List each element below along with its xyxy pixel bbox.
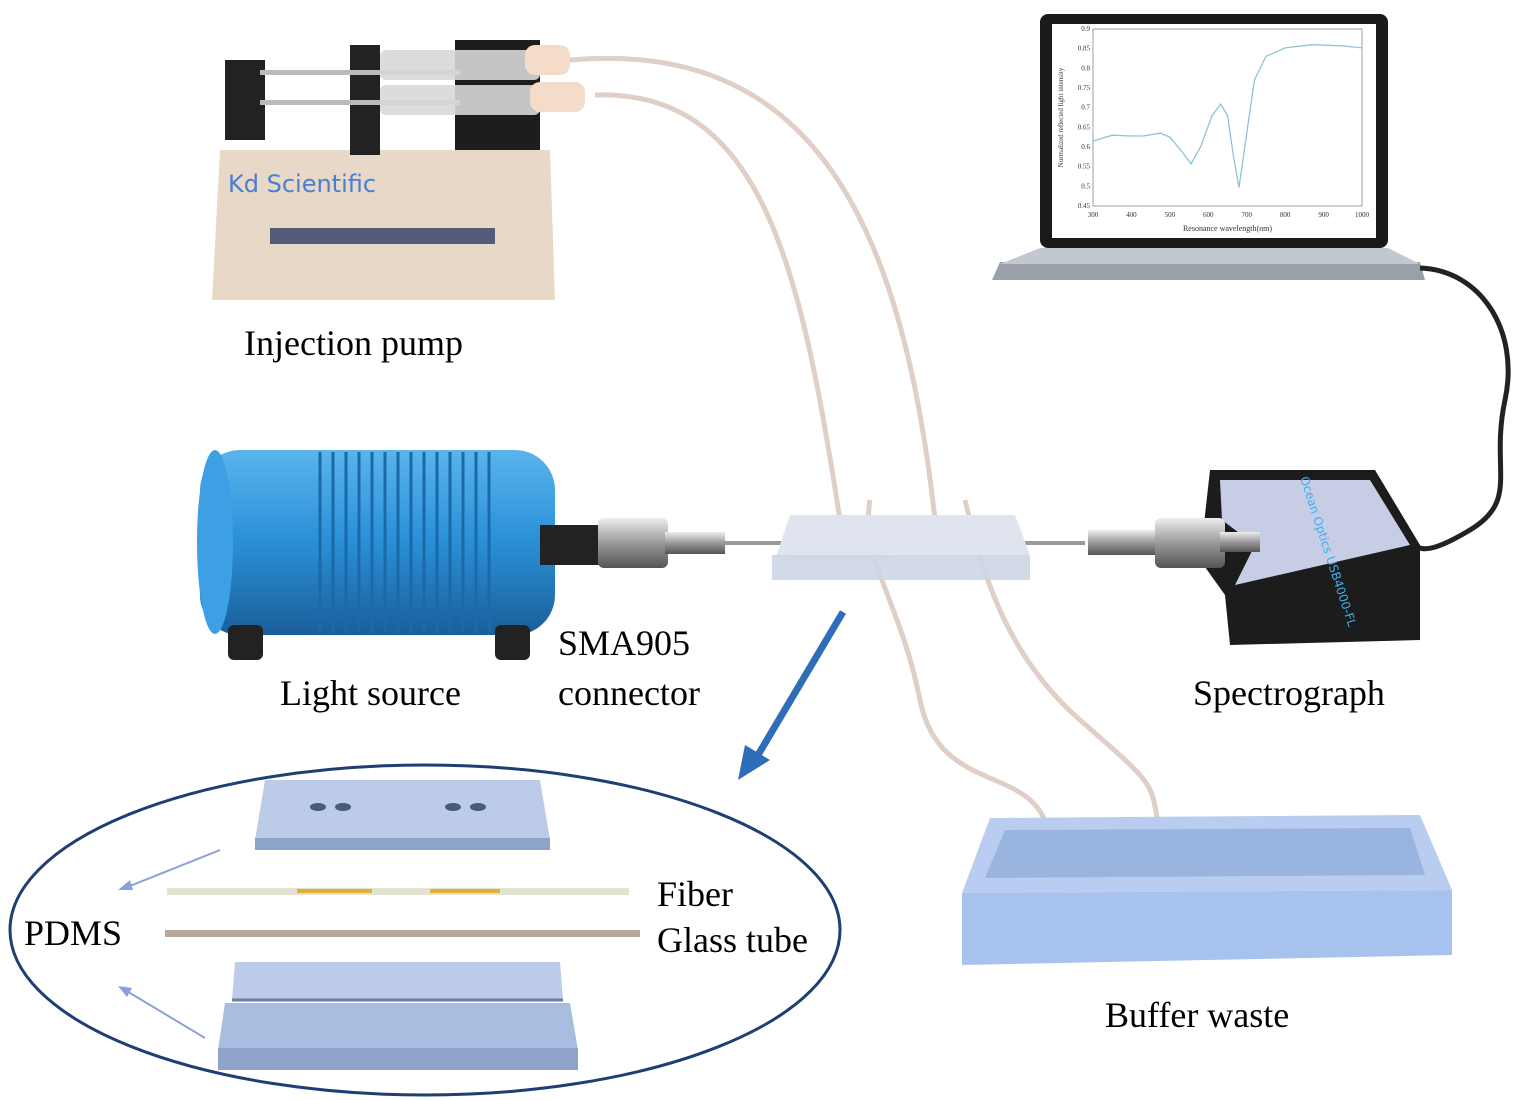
y-tick-label: 0.65 [1078,123,1091,131]
label-glass-tube: Glass tube [657,920,808,960]
y-axis-label: Normalized reflected light intensity [1057,67,1065,167]
x-tick-label: 1000 [1355,211,1370,219]
plot-frame [1092,28,1363,207]
x-axis-label: Resonance wavelength(nm) [1183,224,1272,233]
buffer-waste-tray [962,815,1452,965]
x-tick-label: 300 [1088,211,1099,219]
label-connector: connector [558,673,700,713]
y-tick-label: 0.85 [1078,45,1091,53]
label-fiber: Fiber [657,874,733,914]
x-tick-label: 600 [1203,211,1214,219]
label-pdms: PDMS [24,913,123,953]
y-tick-label: 0.6 [1081,143,1090,151]
injection-pump [212,40,585,300]
x-tick-label: 400 [1126,211,1137,219]
label-buffer-waste: Buffer waste [1105,995,1290,1035]
laptop [992,14,1425,280]
detail-ellipse [8,763,842,1097]
spectrograph: Ocean Optics USB4000-FL [1088,470,1420,645]
y-tick-label: 0.8 [1081,64,1090,72]
x-tick-label: 800 [1280,211,1291,219]
y-tick-label: 0.7 [1081,104,1090,112]
exploded-view [118,780,640,1070]
x-tick-label: 700 [1241,211,1252,219]
label-spectrograph: Spectrograph [1193,673,1385,713]
label-light-source: Light source [280,673,461,713]
zoom-arrow [738,610,847,780]
y-tick-label: 0.45 [1078,202,1091,210]
spectrum-line [1092,44,1363,188]
label-injection-pump: Injection pump [244,323,463,363]
sensor-chip [772,515,1030,580]
pump-brand: Kd Scientific [228,170,377,198]
label-sma905: SMA905 [558,623,691,663]
usb-cable [1409,265,1511,552]
y-tick-label: 0.75 [1078,84,1091,92]
y-tick-label: 0.55 [1078,163,1091,171]
spectrum-chart: 300 400 500 600 700 800 900 1000 0.45 0.5 0.55 0.6 0… [1057,25,1370,233]
x-tick-label: 900 [1318,211,1329,219]
y-tick-label: 0.5 [1081,182,1090,190]
y-tick-label: 0.9 [1081,25,1090,33]
x-tick-label: 500 [1165,211,1176,219]
light-source [197,450,725,660]
